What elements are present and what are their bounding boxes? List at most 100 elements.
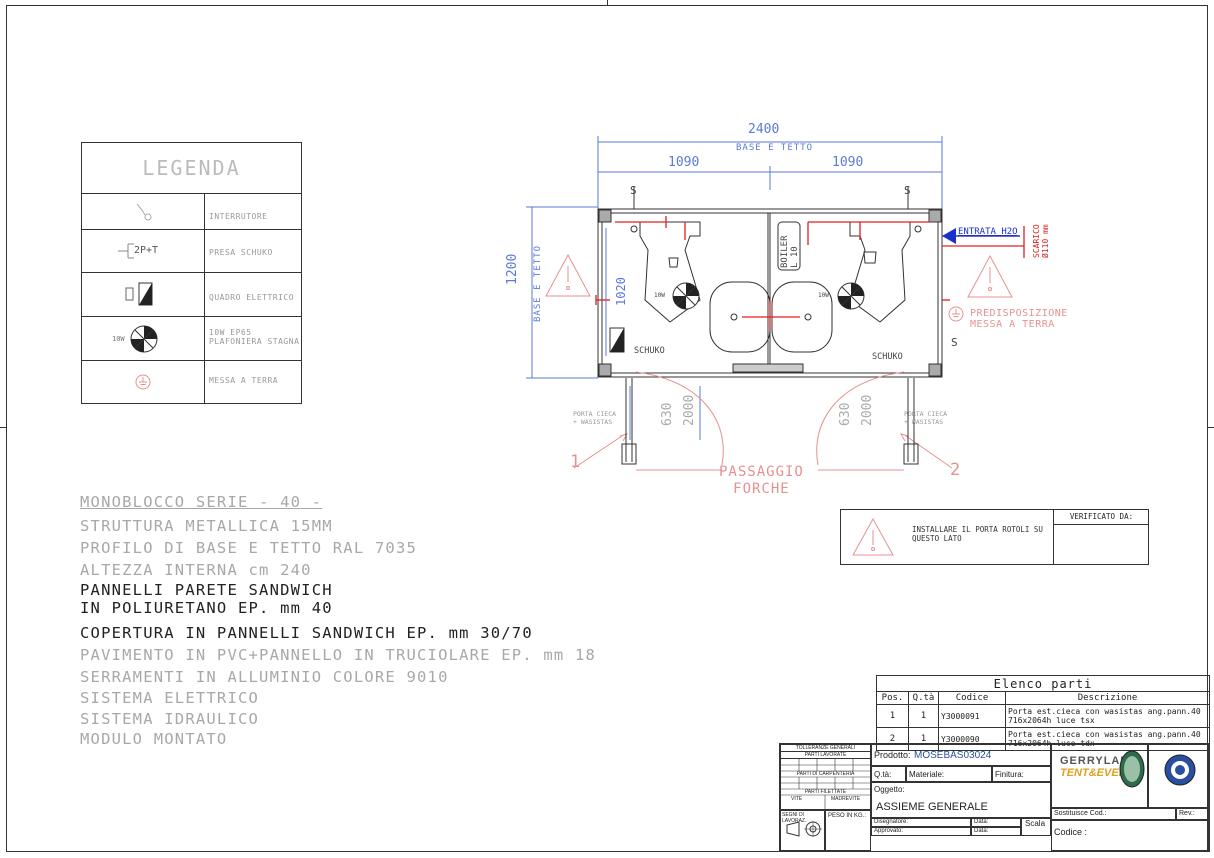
ground-symbol-icon: [82, 361, 205, 403]
spec-panels-2: IN POLIURETANO EP. mm 40: [80, 599, 333, 617]
lamp-symbol-icon: 10W: [82, 317, 205, 360]
door-note-left: PORTA CIECA + WASISTAS: [573, 410, 617, 426]
quality-logo-box: [1148, 744, 1209, 808]
legend-title: LEGENDA: [82, 143, 301, 194]
frame-tick-left: [0, 427, 6, 428]
code-field: Codice :: [1051, 820, 1209, 851]
designer-field: Disegnatore:: [871, 818, 971, 827]
designer-date-label: Data:: [974, 819, 989, 825]
spec-hydraulic: SISTEMA IDRAULICO: [80, 710, 260, 728]
spec-windows: SERRAMENTI IN ALLUMINIO COLORE 9010: [80, 668, 449, 686]
material-field: Materiale:: [906, 766, 992, 782]
callout-2: 2: [950, 460, 961, 480]
door-dim-right-b: 2000: [860, 394, 875, 426]
parts-header-pos: Pos.: [876, 691, 909, 705]
note-box: INSTALLARE IL PORTA ROTOLI SU QUESTO LAT…: [840, 509, 1149, 565]
parts-header-qty: Q.tà: [908, 691, 939, 705]
electrical-panel-icon: [82, 273, 205, 316]
floor-plan-drawing: [526, 136, 1025, 471]
weight-box: PESO IN KG.:: [825, 810, 871, 851]
product-field: Prodotto: MOSEBAS03024: [871, 744, 1051, 766]
machining-marks-box: SEGNI DI LAVORAZ.: [780, 810, 825, 851]
quality-certification-icon: [1164, 754, 1196, 786]
brand-name-top: GERRYLAND: [1060, 755, 1139, 767]
revision-field: Rev.:: [1176, 808, 1209, 820]
legend-row-socket: 2P+T PRESA SCHUKO: [82, 230, 301, 273]
approved-date-field: Data:: [971, 827, 1021, 836]
spec-roof: COPERTURA IN PANNELLI SANDWICH EP. mm 30…: [80, 624, 533, 642]
parts-header-desc: Descrizione: [1005, 691, 1210, 705]
scale-field: Scala: [1021, 818, 1051, 836]
dim-total-sub: BASE E TETTO: [736, 143, 814, 153]
product-value: MOSEBAS03024: [914, 750, 992, 761]
designer-date-field: Data:: [971, 818, 1021, 827]
door-dim-left-a: 630: [660, 402, 675, 426]
socket-symbol-icon: 2P+T: [82, 230, 205, 272]
scale-label: Scala: [1025, 819, 1046, 828]
qty-label: Q.tà:: [874, 770, 892, 779]
nut-label: MADREVITE: [831, 796, 861, 802]
schuko-right: SCHUKO: [872, 352, 903, 362]
section-mark-bottom: S: [951, 336, 958, 349]
part-code: Y3000090: [938, 727, 1006, 751]
machining-marks-label: SEGNI DI LAVORAZ.: [782, 812, 807, 824]
approved-field: Approvato:: [871, 827, 971, 836]
spec-floor: PAVIMENTO IN PVC+PANNELLO IN TRUCIOLARE …: [80, 646, 597, 664]
parts-title: Elenco parti: [876, 675, 1210, 692]
brand-logo-box: GERRYLAND TENT&EVENT: [1051, 744, 1148, 808]
parts-header-code: Codice: [938, 691, 1006, 705]
verified-box: VERIFICATO DA:: [1053, 510, 1149, 564]
part-code: Y3000091: [938, 704, 1006, 728]
legend: LEGENDA INTERRUTORE 2P+T PRESA SCHUKO QU…: [81, 142, 302, 404]
spec-profile: PROFILO DI BASE E TETTO RAL 7035: [80, 539, 418, 557]
switch-symbol-icon: [82, 194, 205, 229]
legend-row-ground: MESSA A TERRA: [82, 361, 301, 403]
replaces-code-label: Sostituisce Cod.:: [1054, 810, 1107, 817]
code-label: Codice :: [1054, 827, 1088, 837]
object-field: Oggetto: ASSIEME GENERALE: [871, 782, 1051, 818]
carpentry-parts-label: PARTI DI CARPENTERIA: [796, 771, 855, 777]
legend-label-panel: QUADRO ELETTRICO: [209, 293, 295, 302]
warning-icon: [852, 517, 894, 556]
frame-tick-right: [1208, 427, 1214, 428]
approved-label: Approvato:: [874, 828, 904, 834]
frame-tick-top: [607, 0, 608, 6]
spec-panels: PANNELLI PARETE SANDWICH: [80, 581, 333, 599]
finish-label: Finitura:: [995, 770, 1024, 779]
drain-label: SCARICO Ø110 mm: [1032, 224, 1050, 258]
dim-inner: 1020: [614, 277, 628, 306]
object-label: Oggetto:: [874, 785, 905, 794]
dim-height: 1200: [505, 253, 520, 285]
certification-shield-icon: [1119, 750, 1145, 788]
water-inlet-label: ENTRATA H2O: [958, 227, 1018, 237]
legend-row-panel: QUADRO ELETTRICO: [82, 273, 301, 317]
replaces-code-field: Sostituisce Cod.:: [1051, 808, 1176, 820]
parts-list: Elenco parti Pos. Q.tà Codice Descrizion…: [876, 675, 1210, 751]
projection-symbol-icon: [786, 821, 822, 837]
door-note-right: PORTA CIECA + WASISTAS: [904, 410, 948, 426]
dim-height-sub: BASE E TETTO: [533, 244, 543, 322]
part-qty: 1: [908, 704, 939, 728]
verified-label: VERIFICATO DA:: [1054, 510, 1149, 525]
dim-total: 2400: [748, 122, 780, 137]
title-block: TOLLERANZE GENERALI PARTI LAVORATE PARTI…: [779, 743, 1210, 852]
brand-name-bottom: TENT&EVENT: [1060, 767, 1134, 779]
forklift-passage-label: PASSAGGIO FORCHE: [719, 464, 804, 497]
dim-left: 1090: [668, 155, 700, 170]
approved-date-label: Data:: [974, 828, 989, 834]
section-mark-right: S: [904, 184, 911, 197]
note-text: INSTALLARE IL PORTA ROTOLI SU QUESTO LAT…: [912, 525, 1043, 543]
designer-label: Disegnatore:: [874, 819, 909, 825]
lamp-label-right: 10W: [818, 292, 829, 299]
machined-parts-label: PARTI LAVORATE: [781, 752, 870, 759]
spec-assembled: MODULO MONTATO: [80, 730, 228, 748]
tolerance-title: TOLLERANZE GENERALI: [781, 745, 870, 752]
spec-electric: SISTEMA ELETTRICO: [80, 689, 260, 707]
socket-symbol-label: 2P+T: [134, 245, 159, 256]
object-value: ASSIEME GENERALE: [876, 801, 988, 813]
material-label: Materiale:: [909, 770, 945, 779]
tolerance-table: TOLLERANZE GENERALI PARTI LAVORATE PARTI…: [780, 744, 871, 811]
spec-series: MONOBLOCCO SERIE - 40 -: [80, 493, 323, 511]
qty-field: Q.tà:: [871, 766, 906, 782]
product-label: Prodotto:: [874, 750, 911, 760]
